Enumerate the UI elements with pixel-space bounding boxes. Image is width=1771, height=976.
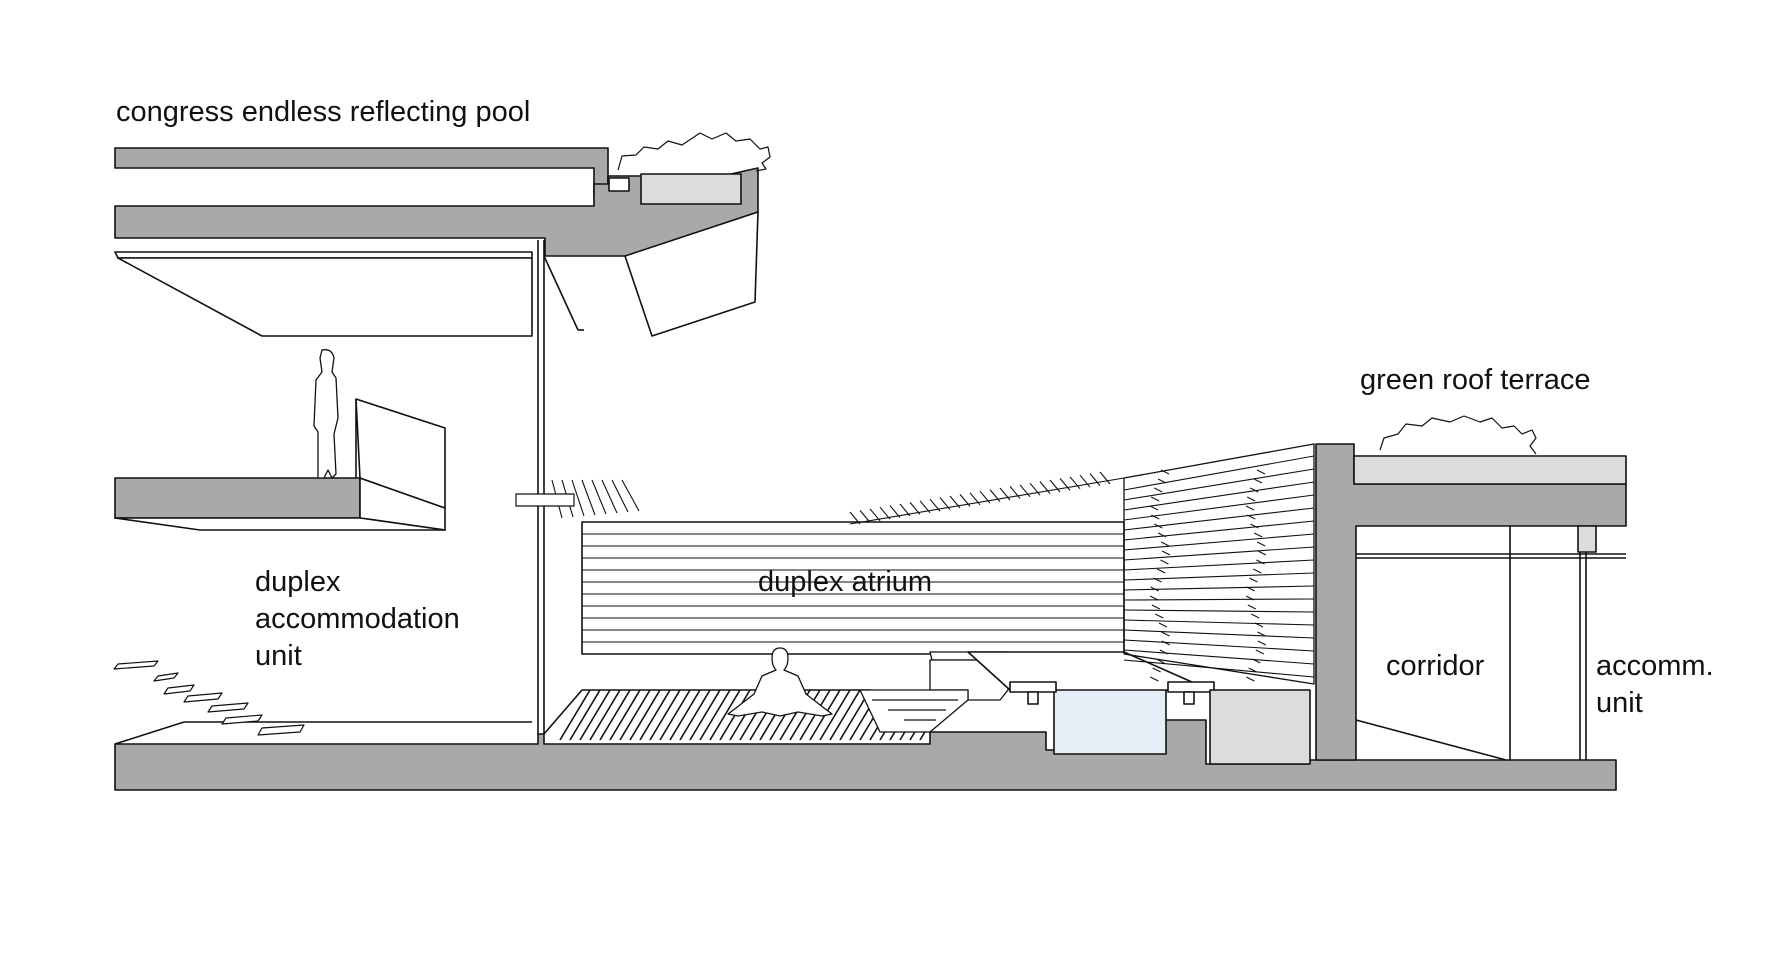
roof-shrub — [617, 132, 771, 172]
terrace-shrub — [1379, 415, 1537, 455]
label-duplex-unit-line1: duplex — [255, 566, 341, 598]
label-duplex-unit-line2: accommodation — [255, 603, 460, 635]
label-corridor: corridor — [1386, 650, 1485, 682]
label-pool: congress endless reflecting pool — [116, 96, 531, 128]
pool-slab — [114, 147, 759, 337]
label-duplex-unit: duplex accommodation unit — [255, 564, 460, 675]
atrium-wall — [582, 533, 1124, 643]
balcony — [114, 398, 446, 531]
louvres-right — [849, 471, 1125, 525]
label-green-roof: green roof terrace — [1360, 364, 1591, 396]
right-block — [1315, 443, 1627, 761]
meditating-figure — [727, 647, 833, 717]
planted-wall — [1123, 455, 1315, 678]
label-duplex-unit-line3: unit — [255, 640, 302, 672]
label-atrium: duplex atrium — [758, 566, 933, 598]
climbing-vines — [1149, 469, 1267, 682]
planter-box — [608, 173, 742, 205]
stepping-stones — [113, 660, 305, 736]
atrium-pool — [967, 651, 1311, 765]
label-accomm-unit-line2: unit — [1596, 687, 1643, 719]
upper-ceiling — [114, 240, 584, 734]
standing-person — [313, 349, 339, 479]
label-accomm-unit-line1: accomm. — [1596, 650, 1714, 682]
label-accomm-unit: accomm. unit — [1596, 648, 1714, 722]
